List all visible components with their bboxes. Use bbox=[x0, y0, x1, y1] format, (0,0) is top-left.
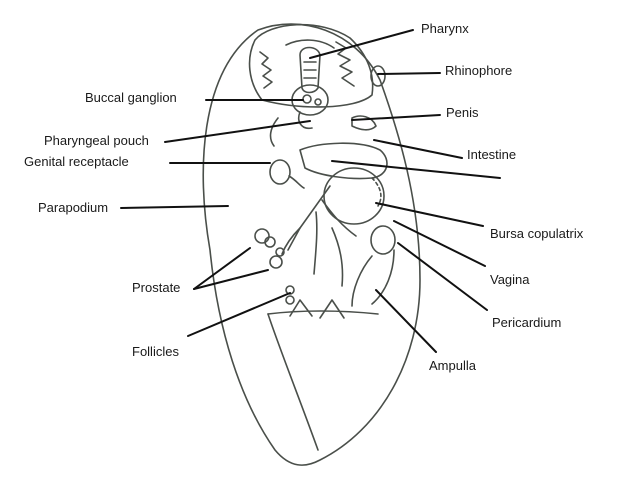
leader-prostate-1 bbox=[193, 247, 251, 290]
leader-bursa-copulatrix bbox=[375, 202, 484, 227]
body-outline bbox=[202, 23, 421, 466]
label-follicles: Follicles bbox=[132, 344, 179, 359]
label-buccal-ganglion: Buccal ganglion bbox=[85, 90, 177, 105]
leader-vagina bbox=[393, 220, 486, 267]
leader-follicles bbox=[187, 292, 291, 337]
head-outline bbox=[248, 23, 374, 108]
label-bursa-copulatrix: Bursa copulatrix bbox=[490, 226, 584, 241]
vagina-shape bbox=[370, 225, 396, 255]
label-genital-receptacle: Genital receptacle bbox=[24, 154, 129, 169]
leader-rhinophore bbox=[377, 72, 441, 75]
label-penis: Penis bbox=[446, 105, 479, 120]
label-vagina: Vagina bbox=[490, 272, 530, 287]
label-pericardium: Pericardium bbox=[492, 315, 562, 330]
intestine-shape bbox=[299, 142, 388, 180]
leader-ampulla bbox=[375, 289, 437, 353]
leader-intestine-2 bbox=[331, 160, 501, 179]
leader-pharyngeal-pouch bbox=[164, 120, 311, 143]
label-pharynx: Pharynx bbox=[421, 21, 469, 36]
leader-pharynx bbox=[309, 29, 414, 59]
label-pharyngeal-pouch: Pharyngeal pouch bbox=[44, 133, 149, 148]
penis-shape bbox=[351, 115, 377, 131]
label-rhinophore: Rhinophore bbox=[445, 63, 513, 78]
leader-pericardium bbox=[397, 242, 488, 311]
leader-intestine bbox=[373, 139, 463, 159]
left-jaw bbox=[259, 51, 273, 89]
rhinophore-shape bbox=[370, 65, 386, 87]
prostate-shape bbox=[254, 228, 270, 244]
pharynx-shape bbox=[299, 46, 321, 94]
label-prostate: Prostate bbox=[132, 280, 181, 295]
label-intestine: Intestine bbox=[467, 147, 517, 162]
leader-prostate-2 bbox=[193, 269, 269, 290]
label-ampulla: Ampulla bbox=[429, 358, 476, 373]
pericardium-shape bbox=[351, 255, 373, 307]
genital-receptacle-shape bbox=[269, 159, 291, 185]
leader-penis bbox=[351, 114, 441, 121]
label-parapodium: Parapodium bbox=[38, 200, 109, 215]
leader-parapodium bbox=[120, 205, 229, 209]
bursa-copulatrix-shape bbox=[323, 167, 385, 225]
